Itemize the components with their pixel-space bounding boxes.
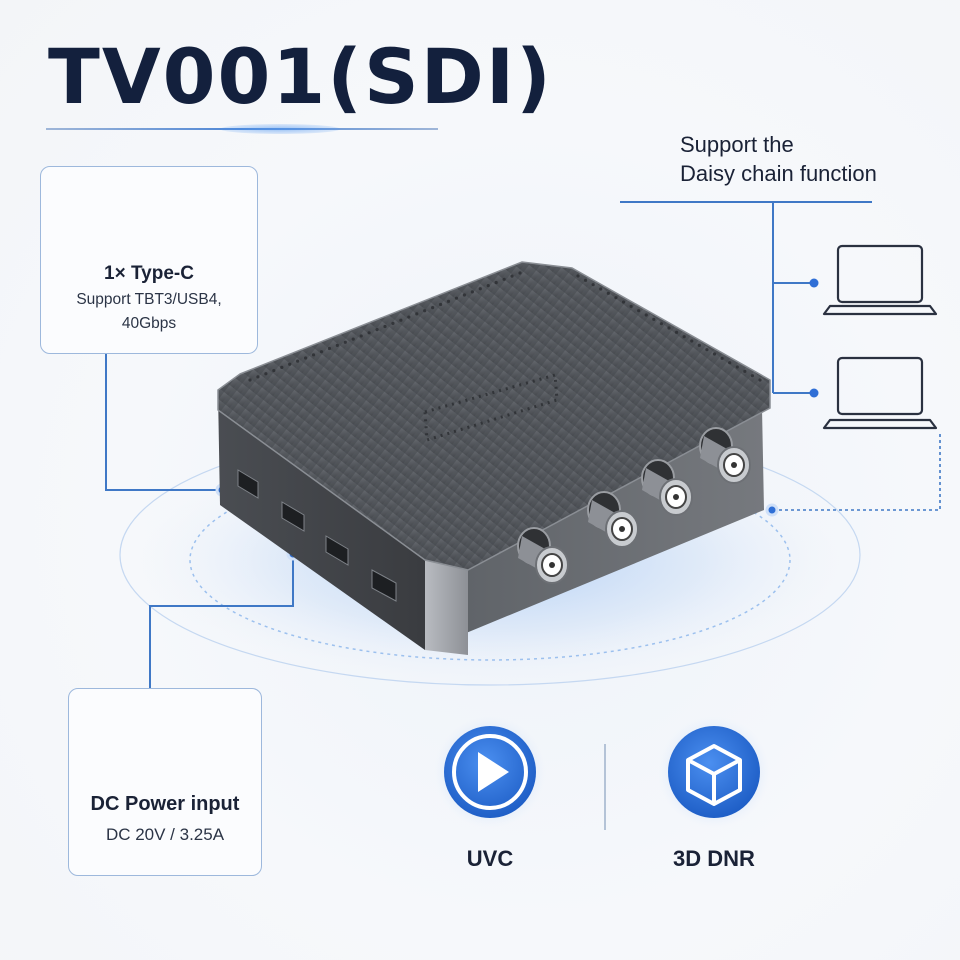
uvc-label: UVC (466, 846, 514, 871)
dc-connector-line (149, 556, 294, 688)
bnc-connector (517, 527, 569, 584)
feature-divider (604, 744, 606, 830)
daisy-dot-2 (809, 388, 819, 398)
type-c-card: 1× Type-C Support TBT3/USB4, 40Gbps (40, 166, 258, 354)
vent-holes (248, 271, 762, 382)
capture-device (217, 261, 771, 655)
bnc-connector (587, 491, 639, 548)
laptop-icon (822, 356, 938, 430)
uvc-play-button (434, 716, 546, 828)
type-c-spec-line2: 40Gbps (121, 315, 177, 332)
title-underline-glow (220, 124, 340, 134)
daisy-dot-1 (809, 278, 819, 288)
play-icon (478, 752, 509, 792)
bnc-connector (699, 427, 751, 484)
daisy-chain-line1: Support the (680, 132, 794, 157)
type-c-title: 1× Type-C (104, 263, 194, 284)
laptop-icon (822, 244, 938, 316)
daisy-chain-caption: Support the Daisy chain function (680, 130, 877, 188)
daisy-chain-underline (620, 201, 872, 203)
dc-power-spec: DC 20V / 3.25A (105, 825, 225, 844)
daisy-chain-line2: Daisy chain function (680, 161, 877, 186)
3d-dnr-label: 3D DNR (673, 846, 755, 871)
dc-power-title: DC Power input (90, 793, 240, 815)
cube-icon (686, 744, 742, 806)
daisy-dashed-line (772, 434, 941, 511)
dc-power-card: DC Power input DC 20V / 3.25A (68, 688, 262, 876)
typec-connector-line (105, 354, 222, 491)
sdi-connector-dot (765, 503, 779, 517)
bnc-connector (641, 459, 693, 516)
bnc-connectors (517, 427, 751, 584)
3d-dnr-cube-button (658, 716, 770, 828)
type-c-spec-line1: Support TBT3/USB4, (76, 291, 222, 308)
page-title: TV001(SDI) (48, 32, 553, 121)
